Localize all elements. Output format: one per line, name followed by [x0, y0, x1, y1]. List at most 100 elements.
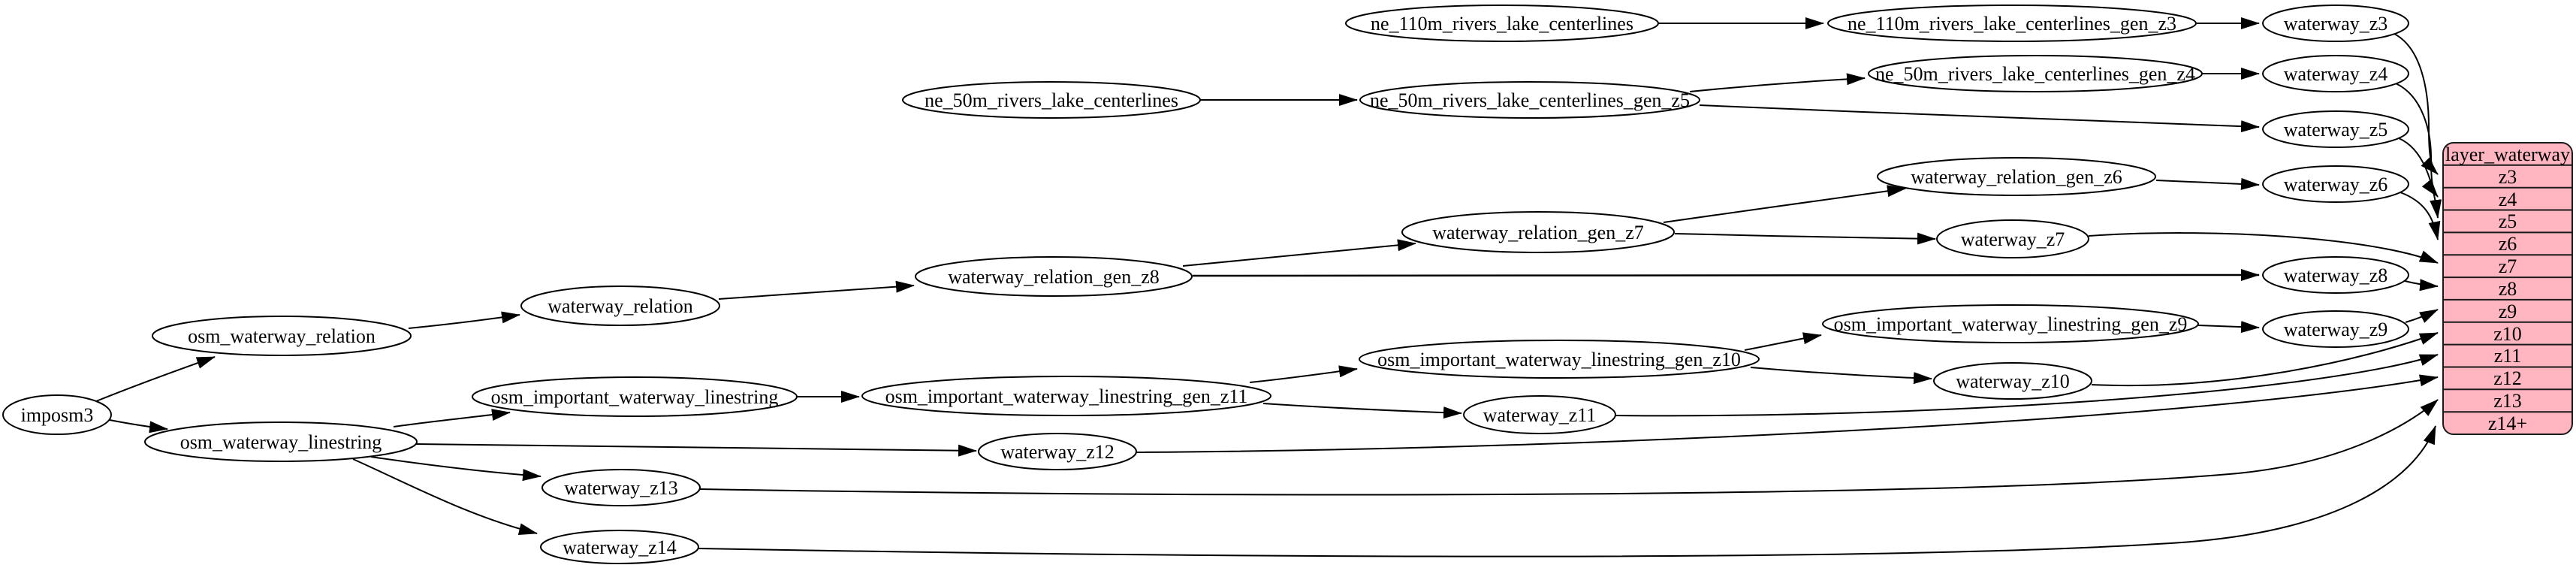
node-waterway_z14: waterway_z14: [540, 530, 699, 564]
edge-osm_waterway_linestring-to-waterway_z12: [415, 443, 977, 457]
node-waterway_relation_gen_z6-shape: [1877, 157, 2156, 196]
node-waterway_z8: waterway_z8: [2262, 256, 2409, 294]
edge-imposm3-to-osm_waterway_relation: [95, 356, 216, 402]
edge-gen_z11-to-gen_z10: [1249, 365, 1358, 383]
node-osm_important_waterway_linestring_gen_z11-label: osm_important_waterway_linestring_gen_z1…: [885, 385, 1248, 407]
edge-gen_z5-to-waterway_z5: [1699, 104, 2260, 133]
node-waterway_relation_gen_z7: waterway_relation_gen_z7: [1401, 211, 1675, 253]
node-waterway_z6: waterway_z6: [2262, 165, 2409, 203]
node-waterway_relation-shape: [520, 286, 720, 326]
edge-osm_waterway_linestring-to-waterway_z14: [352, 458, 538, 536]
node-waterway_z10-shape: [1933, 362, 2092, 400]
record-row-z5: z5: [2499, 210, 2517, 232]
edge-waterway_z12-to-row_z12: [1136, 374, 2439, 453]
edge-gen_z8-to-gen_z7: [1182, 239, 1416, 267]
node-osm_important_waterway_linestring_gen_z11: osm_important_waterway_linestring_gen_z1…: [861, 376, 1271, 416]
edge-gen_z8-to-waterway_z8: [1192, 269, 2260, 282]
record-layer_waterway: layer_waterway z3 z4 z5 z6 z7 z8 z9 z10 …: [2442, 142, 2573, 435]
edge-waterway_relation-to-gen_z8: [718, 280, 915, 300]
edge-gen_z11-to-waterway_z11: [1262, 403, 1462, 419]
node-osm_important_waterway_linestring_gen_z11-shape: [861, 376, 1271, 416]
record-layer_waterway-box: [2442, 142, 2573, 435]
node-imposm3-label: imposm3: [21, 404, 94, 426]
node-waterway_z12: waterway_z12: [978, 433, 1137, 470]
edge-gen_z7-to-waterway_z7: [1674, 232, 1936, 245]
edge-osm_waterway_relation-to-waterway_relation: [408, 311, 520, 329]
node-ne_50m_rivers_lake_centerlines_gen_z5: ne_50m_rivers_lake_centerlines_gen_z5: [1359, 81, 1700, 119]
node-waterway_z4: waterway_z4: [2262, 55, 2409, 92]
node-waterway_z3-label: waterway_z3: [2284, 13, 2388, 35]
node-waterway_relation-label: waterway_relation: [547, 295, 692, 317]
node-waterway_z7-shape: [1936, 219, 2089, 258]
node-waterway_relation: waterway_relation: [520, 286, 720, 326]
edge-gen_z6-to-waterway_z6: [2155, 177, 2260, 190]
record-title: layer_waterway: [2445, 144, 2570, 165]
node-osm_waterway_relation-shape: [152, 316, 412, 356]
node-waterway_z9: waterway_z9: [2262, 310, 2409, 348]
edge-imposm3-to-osm_waterway_linestring: [109, 419, 168, 434]
node-osm_important_waterway_linestring: osm_important_waterway_linestring: [472, 376, 798, 417]
node-waterway_z5-label: waterway_z5: [2284, 119, 2388, 140]
node-waterway_z4-label: waterway_z4: [2284, 63, 2388, 85]
node-waterway_z4-shape: [2262, 55, 2409, 92]
node-waterway_relation_gen_z6-label: waterway_relation_gen_z6: [1911, 166, 2122, 188]
node-waterway_z8-shape: [2262, 256, 2409, 294]
node-osm_waterway_linestring-shape: [144, 421, 418, 462]
node-ne_110m_rivers_lake_centerlines_gen_z3: ne_110m_rivers_lake_centerlines_gen_z3: [1827, 5, 2197, 42]
node-waterway_z12-label: waterway_z12: [1000, 441, 1115, 463]
record-row-z4: z4: [2499, 189, 2517, 210]
edge-gen_z7-to-gen_z6: [1663, 185, 1906, 223]
edge-waterway_z10-to-row_z10: [2091, 332, 2439, 387]
node-ne_50m_rivers_lake_centerlines_gen_z5-label: ne_50m_rivers_lake_centerlines_gen_z5: [1370, 89, 1690, 111]
node-waterway_z11-shape: [1463, 395, 1616, 434]
node-osm_important_waterway_linestring-label: osm_important_waterway_linestring: [491, 386, 779, 408]
node-waterway_z14-label: waterway_z14: [563, 536, 677, 558]
record-row-z10: z10: [2493, 323, 2522, 345]
node-ne_110m_rivers_lake_centerlines-shape: [1345, 5, 1659, 42]
node-osm_important_waterway_linestring_gen_z10: osm_important_waterway_linestring_gen_z1…: [1359, 340, 1760, 379]
edge-osm_waterway_linestring-to-waterway_z13: [370, 456, 541, 482]
node-waterway_z13-label: waterway_z13: [564, 477, 678, 499]
edge-waterway_z11-to-row_z11: [1615, 354, 2439, 417]
node-waterway_z10-label: waterway_z10: [1956, 370, 2070, 392]
record-row-z12: z12: [2493, 367, 2522, 389]
node-waterway_z6-shape: [2262, 165, 2409, 203]
edge-waterway_z8-to-row_z8: [2404, 279, 2439, 292]
record-row-z11: z11: [2494, 345, 2522, 367]
node-ne_50m_rivers_lake_centerlines_gen_z5-shape: [1359, 81, 1700, 119]
node-waterway_z12-shape: [978, 433, 1137, 470]
edge-osm_waterway_linestring-to-osm_important: [393, 409, 511, 428]
node-osm_important_waterway_linestring_gen_z9: osm_important_waterway_linestring_gen_z9: [1822, 304, 2199, 343]
node-ne_50m_rivers_lake_centerlines-label: ne_50m_rivers_lake_centerlines: [925, 89, 1178, 111]
node-imposm3: imposm3: [2, 394, 112, 435]
edge-gen_z9-to-waterway_z9: [2197, 321, 2260, 334]
node-waterway_relation_gen_z6: waterway_relation_gen_z6: [1877, 157, 2156, 196]
node-waterway_relation_gen_z7-label: waterway_relation_gen_z7: [1432, 222, 1644, 243]
node-waterway_z13-shape: [541, 469, 701, 506]
node-ne_50m_rivers_lake_centerlines-shape: [902, 81, 1201, 119]
record-row-z13: z13: [2493, 390, 2522, 412]
node-waterway_z5: waterway_z5: [2262, 110, 2409, 148]
node-waterway_z8-label: waterway_z8: [2284, 264, 2388, 286]
node-osm_important_waterway_linestring_gen_z10-shape: [1359, 340, 1760, 379]
edge-waterway_z4-to-row_z4: [2395, 83, 2439, 198]
node-ne_110m_rivers_lake_centerlines_gen_z3-label: ne_110m_rivers_lake_centerlines_gen_z3: [1848, 13, 2176, 35]
node-ne_50m_rivers_lake_centerlines_gen_z4-shape: [1868, 55, 2203, 92]
node-waterway_z9-shape: [2262, 310, 2409, 348]
node-waterway_z5-shape: [2262, 110, 2409, 148]
edge-waterway_z9-to-row_z9: [2405, 309, 2439, 323]
record-row-z6: z6: [2499, 233, 2517, 255]
node-waterway_z3: waterway_z3: [2262, 5, 2409, 42]
node-osm_waterway_relation-label: osm_waterway_relation: [188, 325, 376, 347]
node-waterway_z14-shape: [540, 530, 699, 564]
record-row-z14plus: z14+: [2488, 412, 2527, 434]
node-imposm3-shape: [2, 394, 112, 435]
node-osm_important_waterway_linestring_gen_z10-label: osm_important_waterway_linestring_gen_z1…: [1377, 349, 1741, 370]
node-waterway_z6-label: waterway_z6: [2284, 174, 2388, 195]
node-waterway_z11: waterway_z11: [1463, 395, 1616, 434]
node-ne_110m_rivers_lake_centerlines-label: ne_110m_rivers_lake_centerlines: [1371, 13, 1633, 35]
node-waterway_z13: waterway_z13: [541, 469, 701, 506]
node-osm_waterway_linestring: osm_waterway_linestring: [144, 421, 418, 462]
